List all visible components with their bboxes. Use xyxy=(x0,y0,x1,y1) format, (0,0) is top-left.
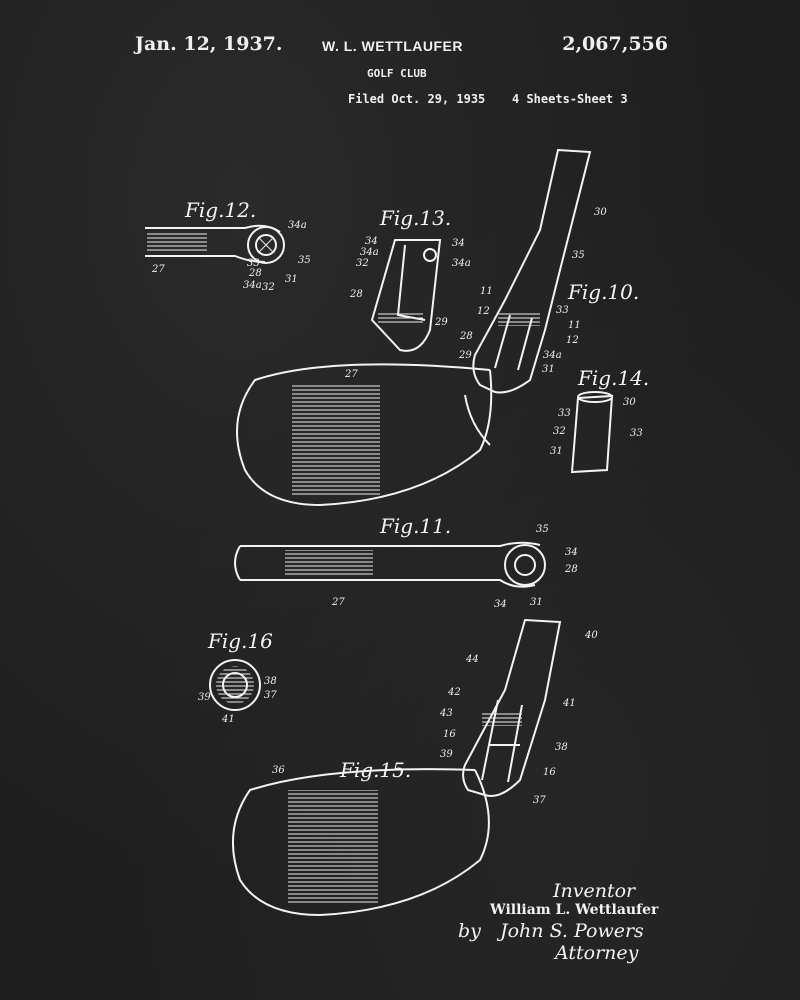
reference-numeral: 34a xyxy=(243,280,262,291)
reference-numeral: 44 xyxy=(465,654,479,665)
reference-numeral: 36 xyxy=(272,765,285,776)
reference-numeral: 34a xyxy=(288,220,307,231)
fig12-drawing xyxy=(145,224,285,264)
reference-numeral: 28 xyxy=(459,331,473,342)
reference-numeral: 34a xyxy=(452,258,471,269)
reference-numeral: 33 xyxy=(630,428,643,439)
reference-numeral: 28 xyxy=(564,564,578,575)
reference-numeral: 31 xyxy=(542,364,555,375)
patent-date: Jan. 12, 1937. xyxy=(135,33,283,55)
signature-attorney-label: Attorney xyxy=(555,942,639,964)
inventor-name: W. L. WETTLAUFER xyxy=(322,38,463,54)
reference-numeral: 34 xyxy=(494,599,507,610)
fig14-refs: 30 33 32 33 31 xyxy=(550,397,643,457)
fig13-drawing xyxy=(370,239,442,352)
reference-numeral: 27 xyxy=(344,369,358,380)
fig13-label: Fig.13. xyxy=(379,206,451,230)
reference-numeral: 41 xyxy=(221,714,235,725)
reference-numeral: 38 xyxy=(264,676,277,687)
reference-numeral: 29 xyxy=(434,317,448,328)
reference-numeral: 11 xyxy=(480,286,493,297)
reference-numeral: 12 xyxy=(566,335,579,346)
filed-date: Filed Oct. 29, 1935 xyxy=(348,92,486,106)
reference-numeral: 37 xyxy=(264,690,277,701)
reference-numeral: 33 xyxy=(247,258,260,269)
reference-numeral: 37 xyxy=(533,795,546,806)
fig16-label: Fig.16 xyxy=(207,629,273,653)
reference-numeral: 16 xyxy=(543,767,556,778)
reference-numeral: 28 xyxy=(248,268,262,279)
fig15-label: Fig.15. xyxy=(339,758,411,782)
reference-numeral: 34 xyxy=(452,238,465,249)
fig10-label: Fig.10. xyxy=(567,280,639,304)
reference-numeral: 35 xyxy=(572,250,585,261)
fig10-refs: 30 35 11 12 33 11 12 28 29 34a 31 27 xyxy=(344,207,607,380)
reference-numeral: 34 xyxy=(565,547,578,558)
reference-numeral: 31 xyxy=(285,274,298,285)
reference-numeral: 32 xyxy=(262,282,275,293)
reference-numeral: 30 xyxy=(594,207,607,218)
reference-numeral: 33 xyxy=(558,408,571,419)
fig11-label: Fig.11. xyxy=(379,514,451,538)
reference-numeral: 39 xyxy=(198,692,211,703)
reference-numeral: 40 xyxy=(584,630,598,641)
reference-numeral: 27 xyxy=(331,597,345,608)
reference-numeral: 43 xyxy=(439,708,453,719)
sheet-count: 4 Sheets-Sheet 3 xyxy=(512,92,628,106)
reference-numeral: 12 xyxy=(477,306,490,317)
reference-numeral: 31 xyxy=(550,446,563,457)
reference-numeral: 31 xyxy=(530,597,543,608)
reference-numeral: 28 xyxy=(349,289,363,300)
reference-numeral: 11 xyxy=(568,320,581,331)
signature-inventor-name: William L. Wettlaufer xyxy=(490,902,659,918)
fig15-refs: 40 44 42 41 43 16 39 38 16 37 36 xyxy=(272,630,598,806)
reference-numeral: 30 xyxy=(623,397,636,408)
fig14-label: Fig.14. xyxy=(577,366,649,390)
fig16-refs: 38 37 39 41 xyxy=(198,676,277,725)
fig12-label: Fig.12. xyxy=(184,198,256,222)
reference-numeral: 32 xyxy=(356,258,369,269)
fig11-drawing xyxy=(234,541,546,588)
reference-numeral: 41 xyxy=(562,698,576,709)
reference-numeral: 34a xyxy=(543,350,562,361)
fig11-refs: 35 34 28 27 34 31 xyxy=(331,524,578,610)
fig12-refs: 34a 33 35 28 31 34a 32 27 xyxy=(151,220,311,293)
signature-inventor-label: Inventor xyxy=(553,880,636,902)
signature-attorney-name: John S. Powers xyxy=(500,920,644,942)
reference-numeral: 29 xyxy=(458,350,472,361)
fig16-drawing xyxy=(209,659,261,711)
reference-numeral: 33 xyxy=(556,305,569,316)
reference-numeral: 35 xyxy=(298,255,311,266)
reference-numeral: 32 xyxy=(553,426,566,437)
patent-number: 2,067,556 xyxy=(562,33,668,55)
reference-numeral: 34a xyxy=(360,247,379,258)
reference-numeral: 38 xyxy=(555,742,568,753)
signature-by: by xyxy=(458,920,481,942)
reference-numeral: 34 xyxy=(365,236,378,247)
fig14-drawing xyxy=(570,391,614,474)
reference-numeral: 39 xyxy=(440,749,453,760)
reference-numeral: 42 xyxy=(447,687,461,698)
reference-numeral: 27 xyxy=(151,264,165,275)
fig15-club-drawing xyxy=(231,618,562,917)
reference-numeral: 35 xyxy=(536,524,549,535)
patent-title: GOLF CLUB xyxy=(367,67,427,80)
fig10-club-drawing xyxy=(236,148,592,507)
reference-numeral: 16 xyxy=(443,729,456,740)
